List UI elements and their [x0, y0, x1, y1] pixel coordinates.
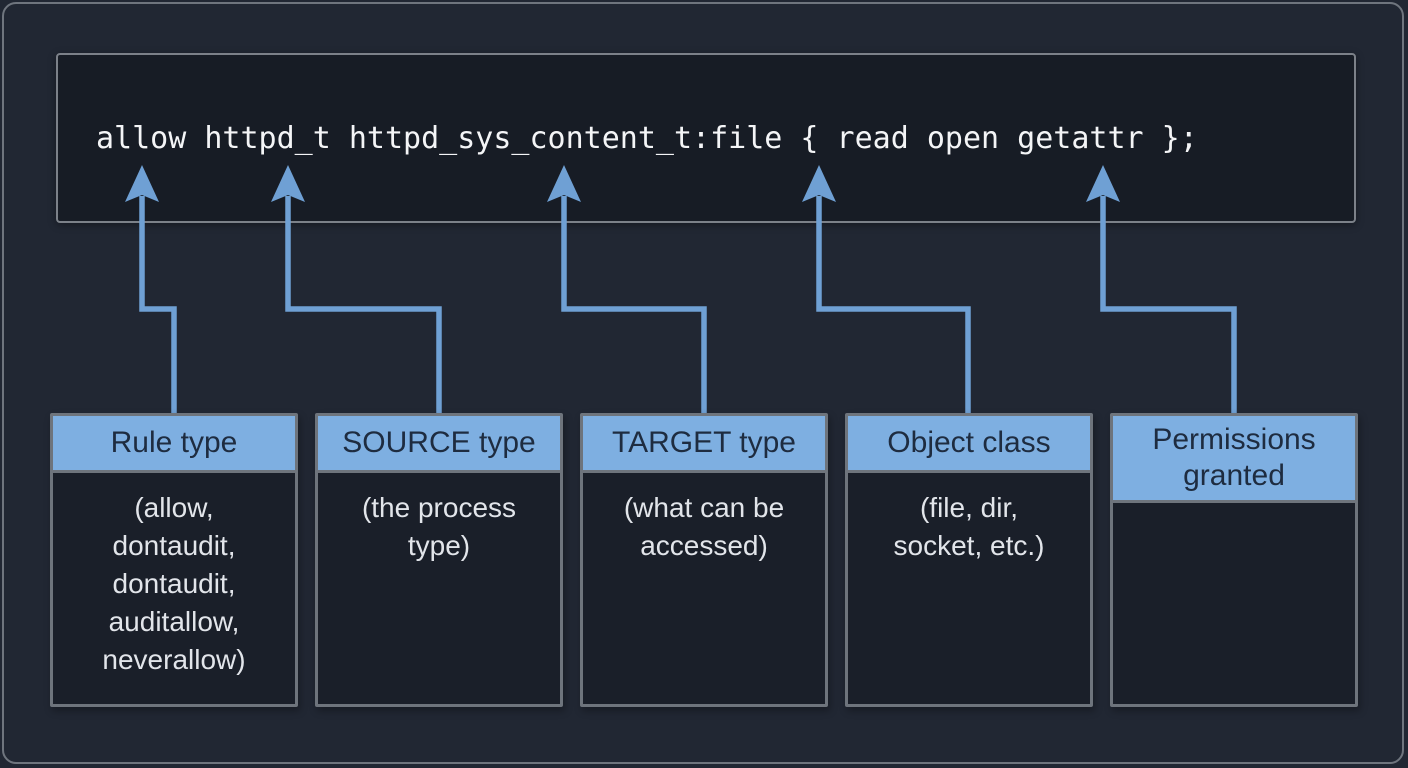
rule-type-box-body: (allow, dontaudit, dontaudit, auditallow… — [102, 492, 246, 675]
connector-arrow-2 — [547, 165, 707, 415]
permissions-granted-box-title: Permissions granted — [1113, 416, 1355, 503]
connector-arrow-4 — [1086, 165, 1237, 415]
object-class-box: Object class (file, dir, socket, etc.) — [845, 413, 1093, 707]
connector-line — [285, 196, 442, 415]
arrow-up-icon — [125, 165, 159, 202]
connector-line — [561, 196, 707, 415]
object-class-box-title: Object class — [848, 416, 1090, 473]
arrow-up-icon — [1086, 165, 1120, 202]
selinux-allow-rule-code: allow httpd_t httpd_sys_content_t:file {… — [96, 120, 1198, 156]
rule-type-box: Rule type (allow, dontaudit, dontaudit, … — [50, 413, 298, 707]
connector-line — [139, 196, 177, 415]
target-type-box-title: TARGET type — [583, 416, 825, 473]
connector-arrow-3 — [802, 165, 971, 415]
target-type-box: TARGET type (what can be accessed) — [580, 413, 828, 707]
arrow-up-icon — [547, 165, 581, 202]
permissions-granted-box: Permissions granted — [1110, 413, 1358, 707]
target-type-box-body: (what can be accessed) — [623, 492, 785, 561]
connector-line — [816, 196, 971, 415]
permissions-granted-box-body — [1113, 503, 1355, 519]
source-type-box-body: (the process type) — [361, 492, 517, 561]
code-statement-panel: allow httpd_t httpd_sys_content_t:file {… — [56, 53, 1356, 223]
connector-arrow-1 — [271, 165, 442, 415]
source-type-box: SOURCE type (the process type) — [315, 413, 563, 707]
connector-arrow-0 — [125, 165, 177, 415]
connector-line — [1100, 196, 1237, 415]
arrow-up-icon — [271, 165, 305, 202]
object-class-box-body: (file, dir, socket, etc.) — [893, 492, 1045, 561]
source-type-box-title: SOURCE type — [318, 416, 560, 473]
arrow-up-icon — [802, 165, 836, 202]
rule-type-box-title: Rule type — [53, 416, 295, 473]
